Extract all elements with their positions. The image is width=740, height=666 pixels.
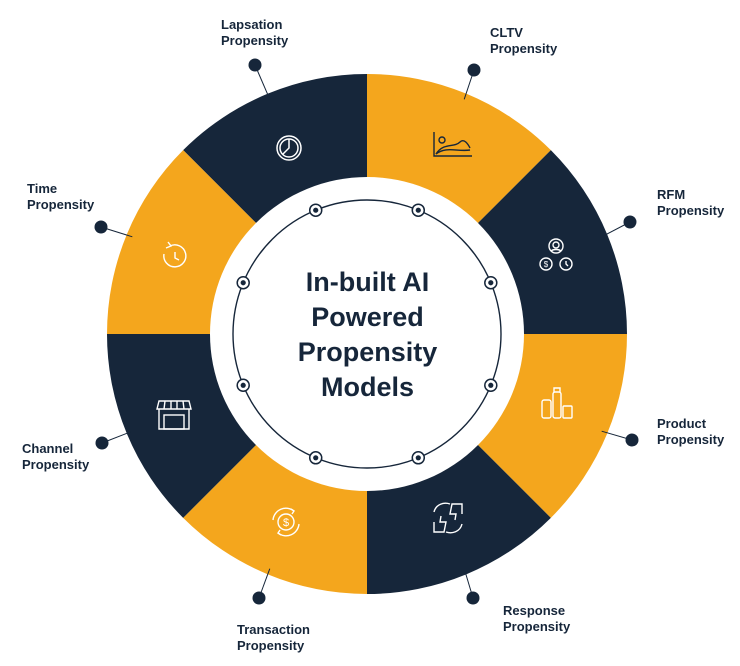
products-icon — [541, 387, 573, 419]
thumbs-exchange-icon — [433, 502, 463, 534]
ring-node-time — [236, 275, 250, 290]
segment-lapsation — [183, 74, 367, 225]
segment-response — [367, 443, 551, 594]
segment-time — [107, 150, 258, 334]
center-title: In-built AI Powered Propensity Models — [255, 265, 480, 405]
label-product: Product Propensity — [657, 416, 725, 447]
label-time: Time Propensity — [27, 181, 95, 212]
svg-text:$: $ — [283, 517, 289, 529]
ring-node-transaction — [308, 451, 323, 465]
storefront-icon — [156, 400, 192, 430]
label-transaction: Transaction Propensity — [237, 622, 310, 653]
connector-dot-channel — [95, 436, 109, 450]
connector-dot-cltv — [467, 63, 481, 77]
ring-node-channel — [236, 378, 250, 393]
svg-text:$: $ — [544, 260, 549, 269]
label-channel: Channel Propensity — [22, 441, 90, 472]
label-lapsation: Lapsation Propensity — [221, 17, 289, 48]
user-money-time-icon: $ — [539, 238, 573, 271]
inner-circle — [210, 177, 524, 491]
segment-rfm — [476, 150, 627, 334]
segment-channel — [107, 334, 258, 518]
center-title-line-1: In-built AI — [305, 267, 430, 297]
dollar-cycle-icon: $ — [272, 507, 300, 537]
label-cltv: CLTV Propensity — [490, 25, 558, 56]
segment-transaction — [183, 443, 367, 594]
connector-dot-transaction — [252, 591, 266, 605]
center-title-line-3: Propensity — [297, 337, 438, 367]
connector-dot-product — [625, 433, 639, 447]
segment-product — [476, 334, 627, 518]
clock-arrow-icon — [163, 241, 187, 268]
ring-node-product — [484, 378, 498, 393]
segment-cltv — [367, 74, 551, 225]
ring-node-lapsation — [308, 203, 323, 217]
connector-dot-lapsation — [248, 58, 262, 72]
ring-node-response — [411, 451, 426, 465]
label-rfm: RFM Propensity — [657, 187, 725, 218]
connector-dot-response — [466, 591, 480, 605]
ring-node-rfm — [484, 275, 498, 290]
center-title-line-2: Powered — [311, 302, 424, 332]
ring-node-cltv — [411, 203, 426, 217]
center-title-line-4: Models — [320, 372, 414, 402]
trend-chart-icon — [433, 132, 472, 157]
label-response: Response Propensity — [503, 603, 571, 634]
icon-layer: $ $ — [156, 132, 573, 537]
segment-layer — [107, 74, 627, 594]
ring-nodes — [236, 203, 498, 465]
connector-layer — [94, 58, 639, 605]
connector-dot-time — [94, 220, 108, 234]
connector-dot-rfm — [623, 215, 637, 229]
clock-pie-icon — [276, 135, 302, 161]
